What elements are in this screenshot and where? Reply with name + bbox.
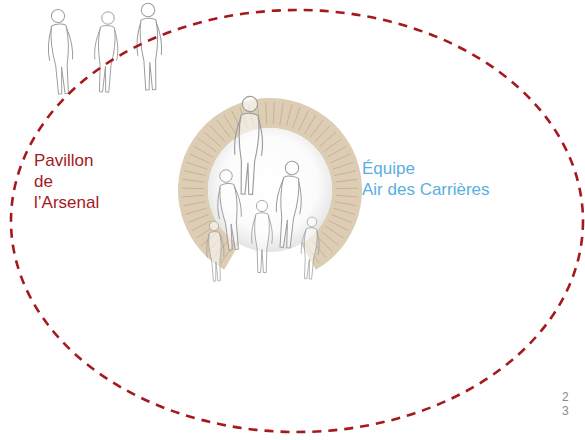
person-sketch — [205, 221, 225, 282]
person-sketch — [45, 9, 75, 95]
ring-slat — [224, 115, 235, 134]
person-body — [208, 231, 223, 281]
person-sketch — [299, 217, 321, 280]
person-arms — [206, 234, 224, 258]
ring-slat — [324, 139, 342, 152]
person-sketch — [135, 3, 163, 90]
ring-slat — [304, 115, 315, 134]
person-body — [255, 213, 270, 273]
ring-slat — [333, 208, 354, 214]
ring-slat — [192, 220, 212, 230]
person-head — [141, 3, 155, 17]
ring-slat — [299, 111, 309, 131]
person-head — [285, 161, 300, 176]
people-sketches — [45, 3, 321, 282]
ring-slat — [273, 102, 274, 124]
ring-slat — [280, 103, 283, 125]
ring-slat — [335, 202, 357, 206]
team-label: Équipe Air des Carrières — [362, 158, 502, 200]
person-arms — [252, 216, 273, 244]
ring-slat — [333, 162, 354, 169]
person-arms — [234, 117, 263, 156]
ring-slat — [330, 154, 350, 163]
ring-slat — [329, 220, 349, 230]
ring-slat — [336, 188, 358, 189]
person-body — [276, 175, 300, 248]
ring-slat — [190, 154, 210, 163]
person-sketch — [273, 160, 305, 248]
ring-slat — [266, 102, 267, 124]
person-head — [242, 96, 258, 112]
person-head — [256, 200, 267, 211]
ring-slat — [327, 146, 346, 157]
ring-slat — [194, 146, 213, 157]
ring-slat — [217, 120, 230, 138]
person-head — [101, 11, 114, 24]
person-head — [51, 9, 65, 23]
ring-slat — [185, 208, 206, 214]
person-head — [219, 169, 233, 183]
person-head — [307, 217, 317, 227]
person-sketch — [233, 96, 264, 195]
ring-slat — [186, 162, 207, 169]
ring-slat — [293, 107, 301, 128]
person-head — [209, 221, 219, 231]
person-body — [139, 18, 159, 90]
person-sketch — [93, 11, 120, 92]
ring-slat — [286, 105, 291, 126]
dashed-ellipse — [11, 10, 583, 432]
person-body — [237, 113, 260, 195]
region-label: Pavillon de l’Arsenal — [34, 150, 106, 213]
page-number: 23 — [562, 390, 569, 418]
ring-slat — [184, 171, 205, 176]
ring-slat — [182, 188, 204, 189]
ring-slat — [183, 202, 205, 206]
ring-slat — [183, 179, 205, 182]
ring-slat — [336, 179, 358, 182]
person-arms — [94, 28, 119, 60]
ring-arc — [178, 98, 362, 270]
person-arms — [136, 21, 162, 55]
person-arms — [301, 230, 320, 255]
person-arms — [47, 27, 73, 61]
person-arms — [216, 186, 242, 219]
ring-slat — [336, 195, 358, 197]
ring-slat — [334, 171, 355, 176]
ring-slat — [182, 195, 204, 197]
ring-slat — [188, 214, 208, 222]
ring-bench — [178, 98, 362, 270]
ring-slat — [331, 214, 351, 222]
person-arms — [276, 179, 304, 215]
person-sketch — [252, 200, 273, 272]
